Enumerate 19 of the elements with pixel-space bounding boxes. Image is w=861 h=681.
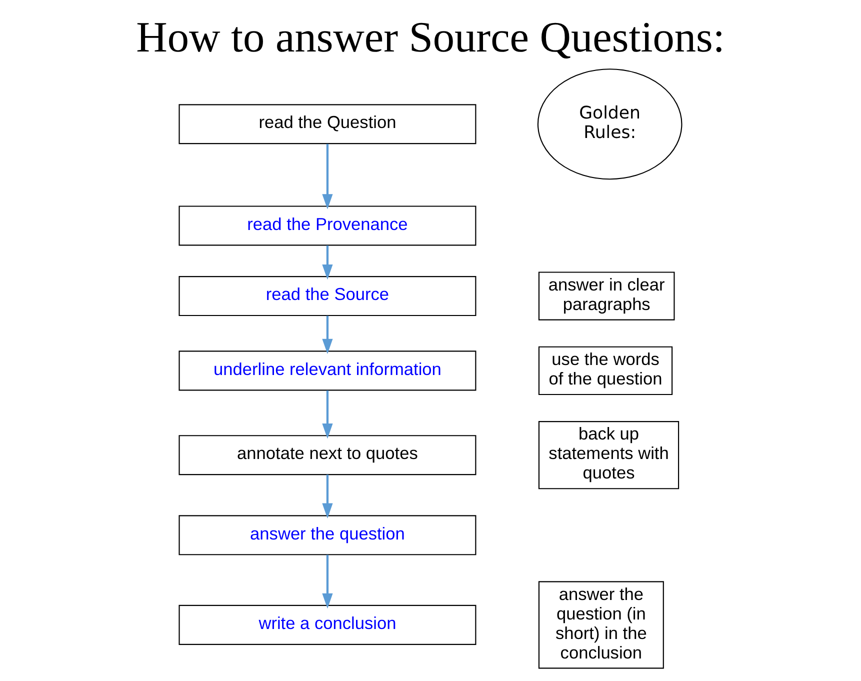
- node-box: answer the question (in short) in the conclusion: [538, 581, 664, 669]
- diagram-title: How to answer Source Questions:: [136, 14, 725, 62]
- node-box: write a conclusion: [178, 604, 476, 645]
- arrow: [322, 554, 333, 609]
- node-box: annotate next to quotes: [178, 435, 476, 476]
- node-box: read the Source: [178, 276, 476, 316]
- arrow: [322, 316, 333, 354]
- node-box: use the words of the question: [538, 346, 673, 396]
- node-ellipse: Golden Rules:: [537, 68, 682, 180]
- node-box: back up statements with quotes: [538, 421, 680, 490]
- node-box: read the Question: [178, 104, 476, 144]
- node-box: read the Provenance: [178, 206, 476, 246]
- arrow: [322, 474, 333, 518]
- arrow: [322, 390, 333, 439]
- node-box: answer in clear paragraphs: [538, 272, 675, 320]
- arrow: [322, 245, 333, 280]
- arrow: [322, 144, 333, 210]
- node-box: answer the question: [178, 515, 476, 556]
- node-box: underline relevant information: [178, 350, 476, 391]
